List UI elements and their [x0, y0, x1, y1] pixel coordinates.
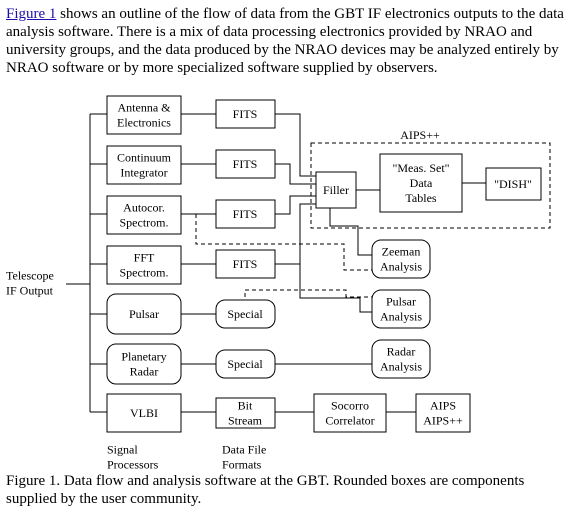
format-fits-2-box — [215, 149, 276, 179]
filler-label: Filler — [323, 183, 349, 197]
dish-label: "DISH" — [494, 177, 532, 191]
intro-text: shows an outline of the flow of data fro… — [6, 6, 564, 76]
format-fits-1-label: FITS — [233, 107, 258, 121]
aips-final-box — [415, 393, 471, 433]
processor-autocor-box — [106, 195, 182, 235]
link-filler-pulsar-analysis — [299, 264, 372, 313]
format-fits-4-label: FITS — [233, 257, 258, 271]
processor-pulsar-box — [106, 293, 182, 335]
format-fits-4-box — [215, 249, 276, 279]
format-fits-3-label: FITS — [233, 207, 258, 221]
format-bitstream-box — [215, 397, 276, 429]
meas-set-box — [379, 153, 463, 213]
aips-group-box — [310, 142, 551, 229]
processor-vlbi-box — [106, 393, 182, 433]
processor-vlbi-label: VLBI — [130, 406, 158, 420]
processor-pulsar-label: Pulsar — [129, 307, 159, 321]
processor-radar-box — [106, 343, 182, 385]
link-fits1-filler — [275, 113, 316, 177]
filler-box — [315, 171, 357, 209]
dish-box — [485, 167, 542, 201]
link-fits4-filler — [275, 203, 316, 265]
aips-group-label: AIPS++ — [400, 128, 440, 142]
format-special-2-label: Special — [227, 357, 263, 371]
processor-antenna-box — [106, 95, 182, 135]
link-fits2-filler — [275, 163, 316, 185]
format-special-1-label: Special — [227, 307, 263, 321]
processor-antenna-label: Antenna &Electronics — [117, 101, 171, 130]
link-filler-zeeman — [329, 208, 372, 256]
intro-paragraph: Figure 1 shows an outline of the flow of… — [6, 5, 576, 77]
link-fits3-filler — [275, 195, 316, 215]
figure-caption: Figure 1. Data flow and analysis softwar… — [6, 473, 525, 507]
processor-continuum-box — [106, 145, 182, 185]
pulsar-analysis-box — [371, 289, 431, 329]
format-special-1-box — [215, 299, 276, 329]
format-special-2-box — [215, 349, 276, 379]
processor-fft-box — [106, 245, 182, 285]
format-fits-3-box — [215, 199, 276, 229]
dashed-pulsar-special-analysis — [244, 289, 372, 304]
zeeman-analysis-box — [371, 239, 431, 279]
figure-1-link[interactable]: Figure 1 — [6, 6, 57, 22]
processor-autocor-label: Autocor.Spectrom. — [120, 201, 169, 230]
format-fits-1-box — [215, 99, 276, 129]
socorro-box — [313, 393, 387, 433]
format-fits-2-label: FITS — [233, 157, 258, 171]
radar-analysis-box — [371, 339, 431, 379]
dashed-autocor-zeeman — [195, 214, 372, 271]
